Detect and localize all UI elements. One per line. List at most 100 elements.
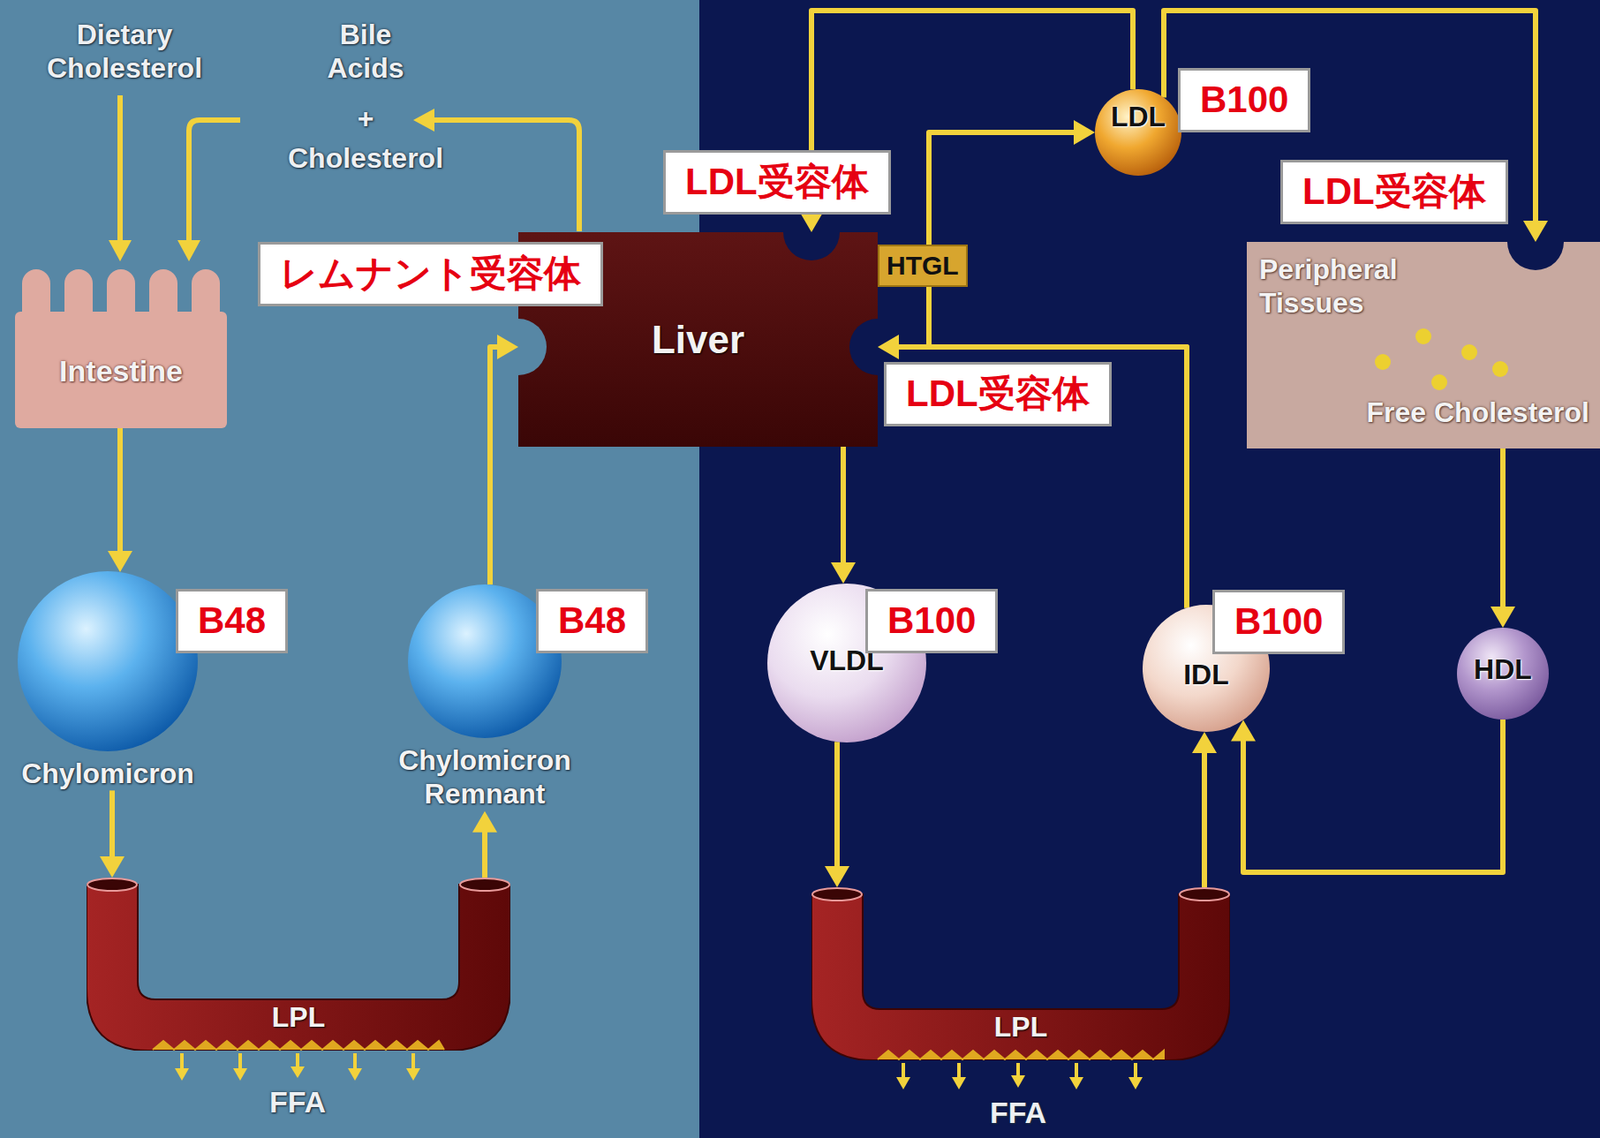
particle-name: Chylomicron Remnant xyxy=(378,743,591,812)
arrowhead xyxy=(413,108,435,132)
tag-text: B100 xyxy=(887,596,976,646)
flow-line xyxy=(482,830,488,878)
capillary-tube: LPL xyxy=(811,887,1231,1061)
tag-text: LDL受容体 xyxy=(905,369,1090,419)
flow-arrow xyxy=(877,334,1187,608)
vessel-opening xyxy=(460,878,510,891)
arrowhead xyxy=(1192,732,1217,754)
arrowhead xyxy=(1128,1077,1143,1090)
apoprotein-tag: B100 xyxy=(865,588,998,654)
cholesterol-arrowheads xyxy=(108,108,435,262)
particle xyxy=(1094,89,1182,176)
cholesterol-dot xyxy=(1415,328,1432,345)
source-label: Bile Acids xyxy=(326,17,404,86)
ffa-arrow xyxy=(957,1063,961,1080)
tissue-content: Free Cholesterol xyxy=(1366,396,1590,430)
arrowhead xyxy=(951,1077,967,1090)
particle-name: IDL xyxy=(1183,659,1230,691)
arrowhead xyxy=(174,1068,189,1081)
flow-arrow xyxy=(830,446,856,584)
ffa-arrows-left xyxy=(174,1053,421,1081)
flow-line xyxy=(117,428,123,553)
receptor-notch xyxy=(1507,241,1564,271)
arrowhead xyxy=(406,1068,421,1081)
arrowhead xyxy=(472,811,498,833)
liver-bile-line xyxy=(432,120,580,232)
intestine-drawing xyxy=(15,269,227,429)
product-label: FFA xyxy=(989,1094,1047,1132)
receptor-tag: LDL受容体 xyxy=(1280,159,1509,225)
intestine-body xyxy=(15,311,227,429)
arrowhead xyxy=(877,334,899,360)
ffa-arrow xyxy=(238,1053,242,1071)
enzyme-name: LPL xyxy=(811,1012,1231,1042)
ffa-arrow xyxy=(1074,1063,1079,1080)
arrowhead xyxy=(108,240,132,262)
source-label: Cholesterol xyxy=(287,141,444,175)
ffa-arrows-right xyxy=(896,1063,1143,1090)
arrowhead xyxy=(824,866,850,888)
product-label: FFA xyxy=(269,1084,326,1121)
arrowhead xyxy=(347,1068,363,1081)
cholesterol-dot xyxy=(1492,361,1509,378)
receptor-notch xyxy=(783,232,840,261)
ffa-arrow xyxy=(1133,1063,1138,1080)
liver-body xyxy=(518,232,878,447)
apoprotein-tag: B48 xyxy=(175,588,288,654)
arrowhead xyxy=(1073,120,1095,145)
arrowhead xyxy=(1069,1077,1084,1090)
flow-arrow xyxy=(107,428,133,573)
tag-text: B100 xyxy=(1234,597,1323,647)
flow-arrow xyxy=(1230,719,1503,873)
flow-line xyxy=(490,347,499,585)
lipoprotein-circle: LDL xyxy=(1094,89,1182,176)
flow-arrow xyxy=(824,741,850,888)
ffa-arrow xyxy=(180,1053,184,1071)
tag-text: LDL受容体 xyxy=(685,158,869,207)
receptor-notch xyxy=(849,318,878,376)
receptor-notch xyxy=(518,318,547,376)
capillary-tube: LPL xyxy=(86,877,511,1051)
plus-sign: + xyxy=(357,101,375,136)
arrowhead xyxy=(107,550,133,573)
arrowhead xyxy=(99,856,125,878)
flow-line xyxy=(897,347,1187,608)
particle xyxy=(17,571,198,752)
flow-line xyxy=(1500,448,1506,609)
flow-arrow xyxy=(472,811,498,878)
particle-name: HDL xyxy=(1473,654,1533,686)
arrowhead xyxy=(896,1077,911,1090)
flow-line xyxy=(1243,719,1503,873)
arrowhead xyxy=(1011,1075,1026,1088)
cholesterol-dot xyxy=(1431,374,1448,391)
flow-line xyxy=(834,741,840,868)
tag-text: B48 xyxy=(197,596,266,646)
enzyme-name: LPL xyxy=(86,1003,511,1032)
ffa-arrow xyxy=(1016,1063,1020,1078)
apoprotein-tag: B100 xyxy=(1212,589,1345,655)
ffa-arrow xyxy=(411,1053,416,1071)
receptor-tag: LDL受容体 xyxy=(663,150,891,215)
flow-arrow xyxy=(1192,732,1217,888)
arrowhead xyxy=(290,1066,305,1079)
cholesterol-dot xyxy=(1461,344,1478,361)
vessel xyxy=(811,894,1231,1061)
flow-arrow xyxy=(99,790,125,878)
vessel-opening xyxy=(1179,888,1230,901)
source-label: Dietary Cholesterol xyxy=(46,17,203,86)
tag-text: LDL受容体 xyxy=(1302,167,1487,217)
tissue-box: Peripheral TissuesFree Cholesterol xyxy=(1246,241,1600,449)
flow-arrow xyxy=(490,334,519,585)
lipoprotein-circle: HDL xyxy=(1456,627,1549,720)
organ-name: Liver xyxy=(651,317,745,363)
cholesterol-dot xyxy=(1374,354,1391,370)
arrowhead xyxy=(830,562,856,584)
intestine-shape: Intestine xyxy=(15,269,227,429)
cholesterol-arrows xyxy=(120,95,580,242)
particle-name: Chylomicron xyxy=(0,756,216,791)
arrowhead xyxy=(799,211,824,233)
flow-line xyxy=(109,790,115,859)
tag-text: B48 xyxy=(558,596,627,646)
